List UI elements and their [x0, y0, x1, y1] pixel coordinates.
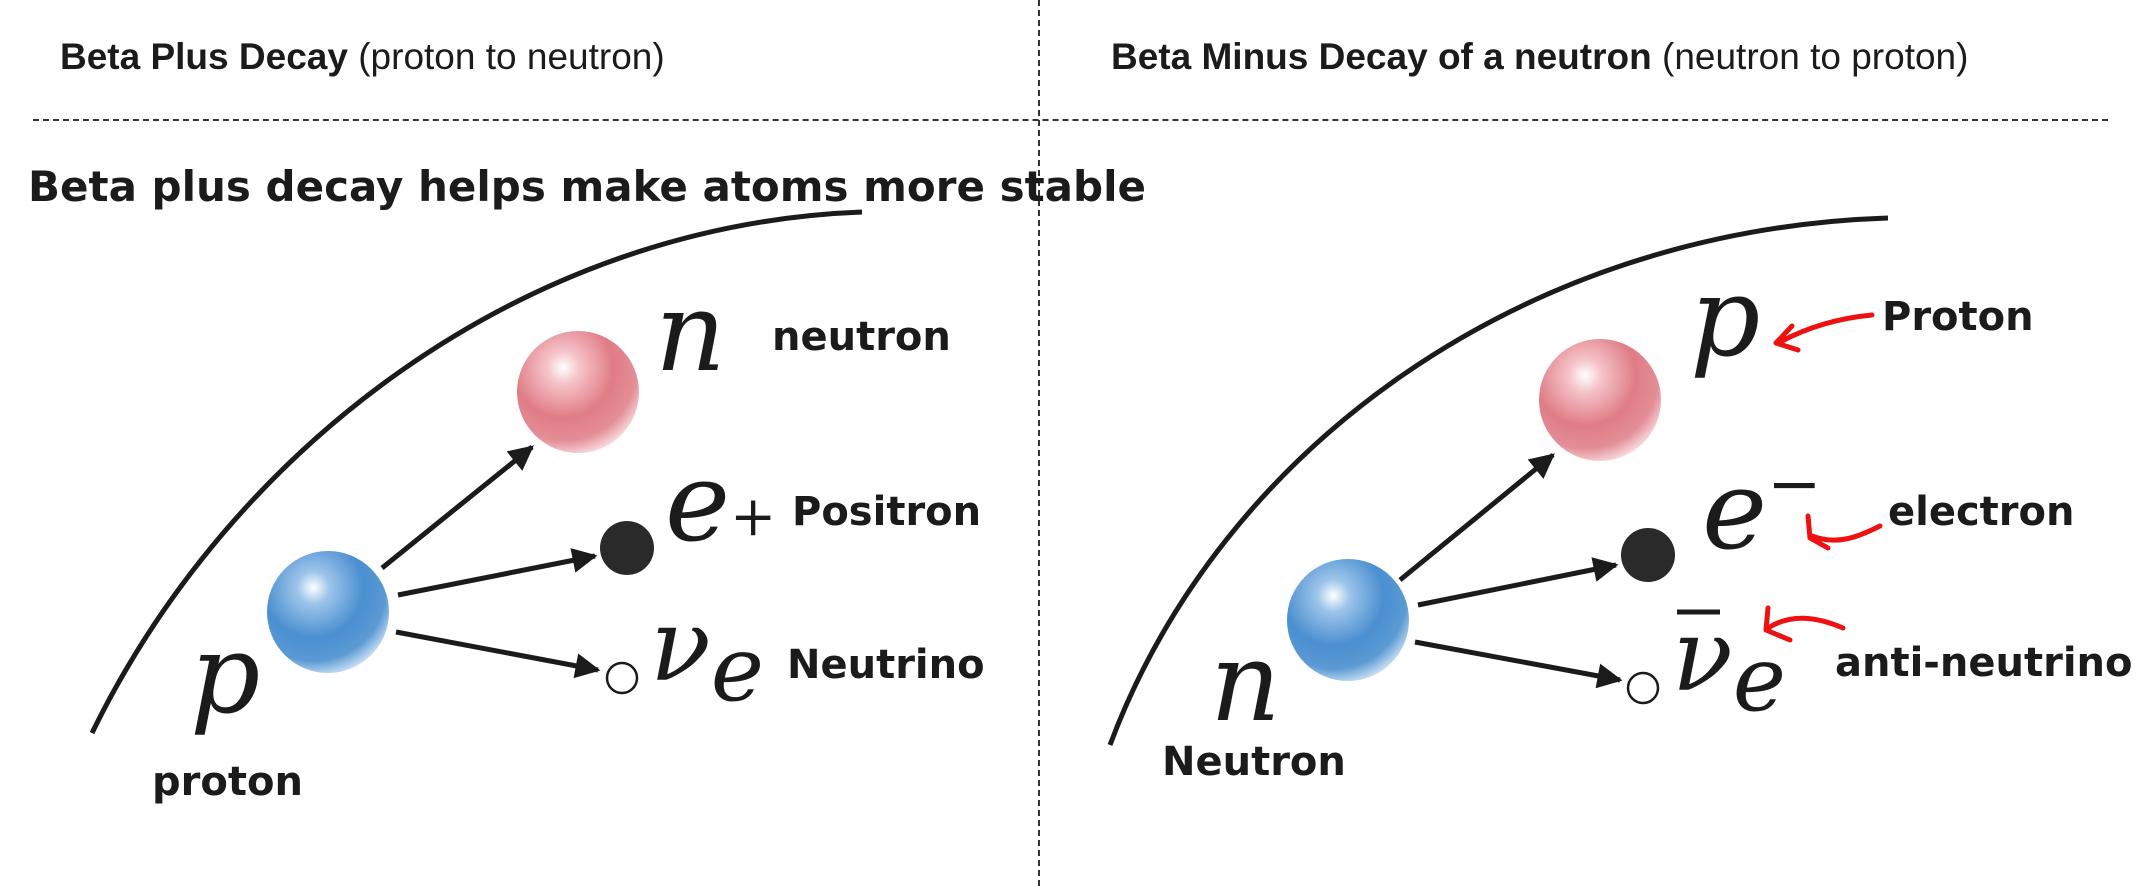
- proton-symbol: p: [190, 610, 260, 738]
- neutrino-dot: [605, 661, 639, 695]
- positron-letter: e: [665, 438, 730, 566]
- neutron-source-symbol: n: [1210, 618, 1281, 746]
- electron-pointer-arrow: [1809, 523, 1883, 543]
- arrow-to-neutrino: [395, 629, 601, 679]
- neutron-symbol: n: [655, 268, 726, 396]
- antineutrino-label: anti-neutrino: [1835, 640, 2133, 686]
- electron-pointer-head: [1805, 513, 1831, 551]
- proton-product-label: Proton: [1882, 294, 2034, 340]
- left-panel-header: Beta Plus Decay (proton to neutron): [60, 36, 665, 78]
- arrow-to-electron: [1417, 557, 1619, 608]
- panel-divider: [1038, 0, 1040, 886]
- antineutrino-pointer-arrow: [1765, 615, 1846, 631]
- positron-charge: +: [730, 484, 776, 548]
- arrow-to-positron: [397, 548, 598, 598]
- neutron-source-sphere: [1287, 559, 1409, 681]
- left-banner-text: Beta plus decay helps make atoms more st…: [28, 162, 1146, 211]
- electron-letter: e: [1702, 446, 1767, 574]
- positron-label: Positron: [792, 489, 981, 535]
- proton-pointer-arrow: [1777, 312, 1875, 345]
- right-header-title: Beta Minus Decay of a neutron: [1111, 36, 1652, 77]
- left-diagram: p proton n neutron e+ Positron νe Neutri…: [89, 209, 985, 805]
- arrow-to-proton: [1398, 453, 1555, 582]
- right-panel-header: Beta Minus Decay of a neutron (neutron t…: [1111, 36, 1968, 78]
- arrow-to-antineutrino: [1414, 639, 1623, 689]
- positron-dot: [600, 521, 654, 575]
- proton-label: proton: [152, 759, 303, 805]
- antineutrino-subscript: e: [1733, 627, 1786, 732]
- right-diagram: n Neutron p Proton e− electron νe anti-n…: [1107, 215, 2133, 785]
- left-header-subtitle: (proton to neutron): [358, 36, 665, 77]
- proton-product-symbol: p: [1690, 253, 1760, 381]
- positron-symbol: e+: [665, 438, 776, 566]
- neutrino-symbol: νe: [650, 587, 764, 722]
- electron-dot: [1621, 528, 1675, 582]
- red-annotation-arrows: [1763, 312, 1883, 643]
- proton-pointer-head: [1773, 323, 1801, 353]
- header-divider: [33, 119, 2108, 121]
- antineutrino-letter: ν: [1672, 597, 1733, 714]
- antineutrino-dot: [1626, 671, 1660, 705]
- right-header-subtitle: (neutron to proton): [1662, 36, 1969, 77]
- proton-product-sphere: [1539, 339, 1661, 461]
- left-header-title: Beta Plus Decay: [60, 36, 348, 77]
- electron-charge: −: [1767, 447, 1821, 522]
- neutron-label: neutron: [772, 314, 951, 360]
- electron-symbol: e−: [1702, 446, 1822, 574]
- neutrino-label: Neutrino: [787, 642, 985, 688]
- neutrino-letter: ν: [650, 587, 711, 704]
- neutron-sphere: [517, 331, 639, 453]
- arrow-to-neutron: [380, 445, 534, 570]
- electron-label: electron: [1888, 489, 2074, 535]
- right-nucleus-arc: [1107, 215, 1889, 746]
- neutrino-subscript: e: [711, 617, 764, 722]
- proton-sphere: [267, 551, 389, 673]
- antineutrino-symbol: νe: [1672, 597, 1786, 732]
- left-nucleus-arc: [89, 209, 863, 735]
- neutron-source-label: Neutron: [1162, 739, 1346, 785]
- antineutrino-pointer-head: [1763, 605, 1793, 643]
